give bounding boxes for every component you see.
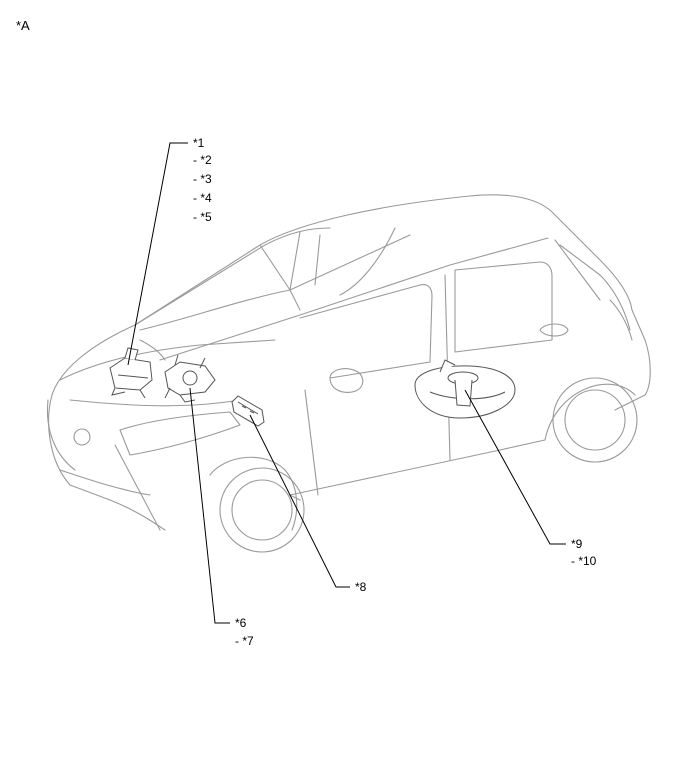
callout-2: - *2 <box>193 153 212 167</box>
sensor-part <box>231 395 265 427</box>
callout-7: - *7 <box>235 634 254 648</box>
callout-5: - *5 <box>193 210 212 224</box>
throttle-assembly-part <box>164 354 216 403</box>
figure-label: *A <box>16 18 30 33</box>
leader-8 <box>249 414 350 588</box>
callout-8: *8 <box>355 580 367 594</box>
engine-module-part <box>109 347 153 399</box>
callout-9: *9 <box>571 537 583 551</box>
callout-1: *1 <box>193 136 205 150</box>
fuel-tank-part <box>414 359 516 419</box>
leader-6 <box>189 387 230 624</box>
callout-6: *6 <box>235 616 247 630</box>
callout-4: - *4 <box>193 191 212 205</box>
components <box>109 347 516 427</box>
callout-3: - *3 <box>193 172 212 186</box>
leader-lines <box>127 142 566 624</box>
callout-10: - *10 <box>571 554 597 568</box>
leader-1 <box>127 142 188 366</box>
leader-9 <box>464 389 566 545</box>
